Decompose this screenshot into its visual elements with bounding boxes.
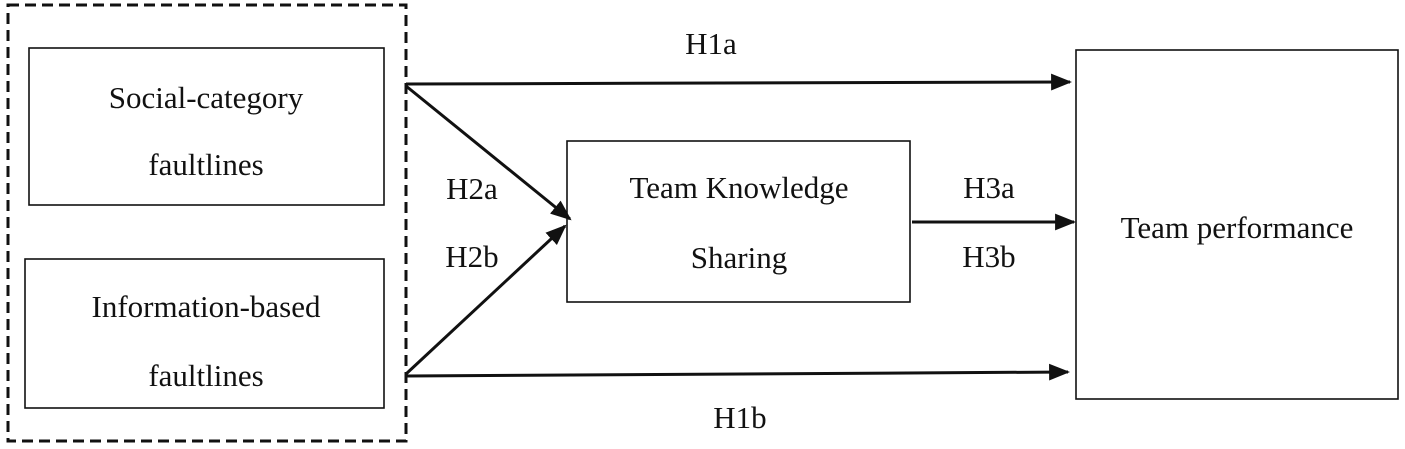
- label-h1b: H1b: [713, 400, 766, 435]
- team-performance-box: Team performance: [1075, 49, 1399, 400]
- faultlines-group-border: [6, 3, 408, 443]
- label-h2a: H2a: [446, 171, 498, 206]
- social-category-faultlines-box: Social-category faultlines: [28, 47, 385, 206]
- arrow-h2b: [404, 224, 567, 376]
- label-h3b: H3b: [962, 239, 1015, 274]
- arrow-h1b: [405, 363, 1071, 381]
- label-h1a: H1a: [685, 26, 737, 61]
- information-based-faultlines-box: Information-based faultlines: [24, 258, 385, 409]
- information-based-line1: Information-based: [92, 289, 321, 324]
- social-category-line1: Social-category: [109, 80, 304, 115]
- social-category-line2: faultlines: [148, 147, 263, 182]
- knowledge-sharing-line2: Sharing: [691, 240, 787, 275]
- arrow-h1a: [405, 73, 1073, 91]
- knowledge-sharing-line1: Team Knowledge: [629, 170, 848, 205]
- arrow-h2a: [405, 84, 572, 221]
- information-based-line2: faultlines: [148, 358, 263, 393]
- label-h3a: H3a: [963, 170, 1015, 205]
- team-performance-label: Team performance: [1121, 210, 1354, 245]
- team-knowledge-sharing-box: Team Knowledge Sharing: [566, 140, 911, 303]
- label-h2b: H2b: [445, 239, 498, 274]
